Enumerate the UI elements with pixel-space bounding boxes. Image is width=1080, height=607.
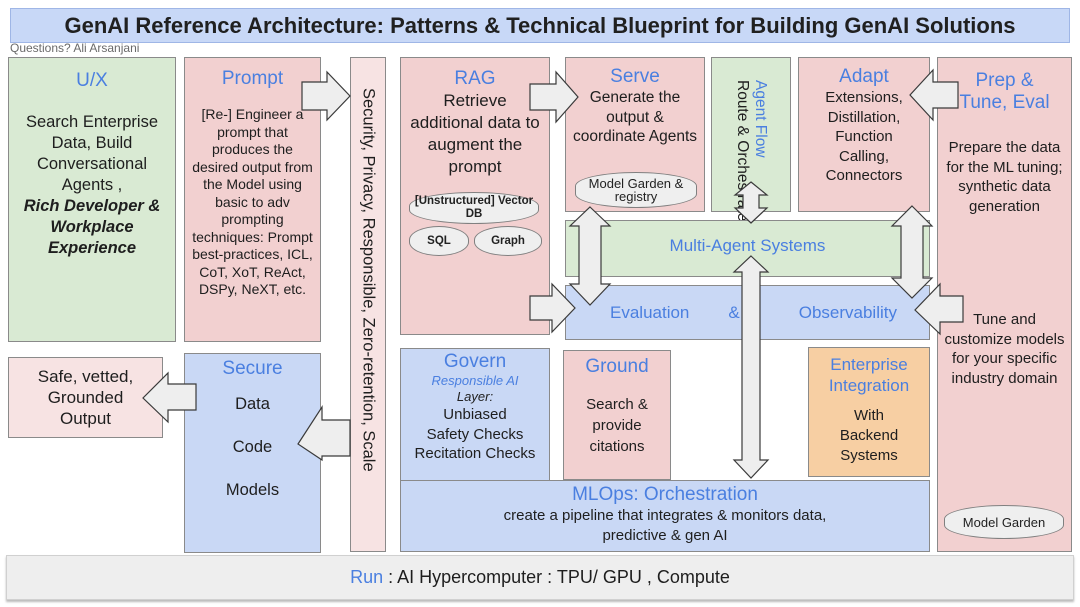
secure-title: Secure — [222, 358, 283, 379]
observability-label: Observability — [798, 302, 897, 322]
run-body: : AI Hypercomputer : TPU/ GPU , Compute — [383, 567, 730, 587]
arrow-left-secure-to-output — [142, 371, 197, 424]
serve-title: Serve — [610, 66, 660, 87]
secure-item-data: Data — [235, 395, 270, 413]
prompt-title: Prompt — [221, 68, 284, 89]
prep-body: Prepare the data for the ML tuning; synt… — [946, 139, 1063, 215]
enterprise-body: With Backend Systems — [839, 407, 899, 464]
arrow-bidirectional-agentflow-multiagent — [733, 181, 769, 224]
arrow-right-rag-to-serve — [529, 70, 579, 124]
govern-subtitle: Responsible AI Layer: — [430, 373, 520, 405]
secure-item-code: Code — [232, 438, 273, 456]
model-garden-registry-store: Model Garden & registry — [575, 172, 697, 208]
evaluation-label: Evaluation — [610, 302, 690, 322]
prompt-body: [Re-] Engineer a prompt that produces th… — [192, 106, 313, 297]
prep-tune-eval-box: Prep & Tune, Eval Prepare the data for t… — [937, 57, 1072, 552]
ux-body: Search Enterprise Data, Build Conversati… — [25, 113, 159, 194]
ground-box: Ground Search & provide citations — [563, 350, 671, 480]
multi-agent-label: Multi-Agent Systems — [669, 235, 826, 255]
arrow-bidirectional-adapt-evaluation — [890, 205, 934, 299]
run-bar: Run : AI Hypercomputer : TPU/ GPU , Comp… — [6, 555, 1074, 600]
mlops-box: MLOps: Orchestration create a pipeline t… — [400, 480, 930, 552]
prep-title: Prep & Tune, Eval — [959, 70, 1050, 113]
adapt-box: Adapt Extensions, Distillation, Function… — [798, 57, 930, 212]
govern-item-safety: Safety Checks — [426, 425, 524, 443]
secure-box: Secure Data Code Models — [184, 353, 321, 553]
security-bar: Security, Privacy, Responsible, Zero-ret… — [350, 57, 386, 552]
arrow-left-security-to-secure — [297, 404, 351, 462]
security-bar-label: Security, Privacy, Responsible, Zero-ret… — [359, 88, 378, 472]
model-garden-store: Model Garden — [944, 505, 1064, 539]
output-body: Safe, vetted, Grounded Output — [37, 367, 134, 428]
govern-box: Govern Responsible AI Layer: Unbiased Sa… — [400, 348, 550, 481]
adapt-title: Adapt — [839, 66, 889, 87]
serve-body: Generate the output & coordinate Agents — [572, 89, 698, 145]
ground-title: Ground — [585, 356, 649, 377]
evaluation-amp: & — [728, 302, 740, 322]
sql-store: SQL — [409, 226, 469, 256]
run-label: Run — [350, 567, 384, 587]
questions-contact: Questions? Ali Arsanjani — [10, 41, 140, 55]
govern-item-recitation: Recitation Checks — [414, 445, 536, 462]
adapt-body: Extensions, Distillation, Function Calli… — [825, 89, 903, 184]
arrow-right-prompt-to-security — [301, 70, 351, 122]
govern-title: Govern — [443, 351, 507, 372]
responsible-ai-label: Responsible AI — [431, 373, 519, 388]
arrow-left-prep-to-evaluation — [914, 282, 964, 336]
mlops-title: MLOps: Orchestration — [572, 484, 758, 505]
arrow-left-prep-to-adapt — [909, 68, 959, 122]
ux-box: U/X Search Enterprise Data, Build Conver… — [8, 57, 176, 342]
arrow-bidirectional-multiagent-mlops — [732, 255, 770, 479]
ux-title: U/X — [76, 70, 108, 91]
rag-body: Retrieve additional data to augment the … — [410, 91, 540, 176]
govern-item-unbiased: Unbiased — [443, 406, 507, 423]
ux-body-emphasis: Rich Developer & Workplace Experience — [23, 197, 161, 257]
agent-flow-title: Agent Flow — [752, 80, 769, 158]
rag-title: RAG — [454, 68, 496, 89]
arrow-right-rag-to-evaluation — [529, 282, 576, 334]
title-text: GenAI Reference Architecture: Patterns &… — [64, 12, 1016, 38]
grounded-output-box: Safe, vetted, Grounded Output — [8, 357, 163, 438]
tune-body: Tune and customize models for your speci… — [944, 311, 1065, 387]
layer-label: Layer: — [456, 389, 494, 404]
page-title: GenAI Reference Architecture: Patterns &… — [10, 8, 1070, 43]
agent-flow-box: Route & Orchestrate Agent Flow — [711, 57, 791, 221]
prompt-box: Prompt [Re-] Engineer a prompt that prod… — [184, 57, 321, 342]
ground-body: Search & provide citations — [586, 396, 648, 455]
arrow-bidirectional-serve-evaluation — [568, 206, 612, 306]
secure-item-models: Models — [225, 481, 280, 499]
enterprise-integration-box: Enterprise Integration With Backend Syst… — [808, 347, 930, 477]
enterprise-title: Enterprise Integration — [828, 355, 910, 395]
vector-db-store: [Unstructured] Vector DB — [409, 192, 539, 224]
graph-store: Graph — [474, 226, 542, 256]
mlops-body: create a pipeline that integrates & moni… — [503, 507, 827, 544]
